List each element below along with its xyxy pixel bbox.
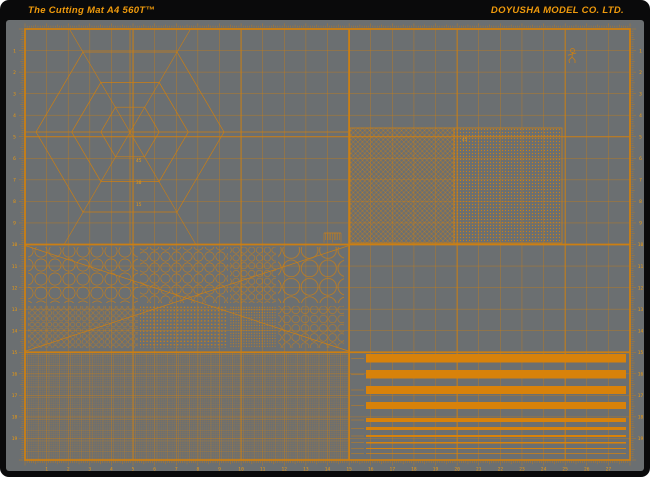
ruler-number: 9 (13, 221, 16, 227)
vernier-scale (323, 232, 342, 243)
hatch-areas: 45 (349, 127, 563, 244)
ruler-number: 15 (346, 467, 352, 472)
ruler-number: 13 (12, 307, 18, 313)
ruler-number: 7 (13, 178, 16, 184)
fine-grid (25, 352, 350, 460)
ruler-number: 16 (638, 372, 644, 378)
ruler-number: 6 (13, 156, 16, 162)
ruler-number: 10 (238, 467, 244, 472)
ruler-number: 14 (12, 328, 18, 334)
ruler-number: 18 (411, 467, 417, 472)
ruler-number: 18 (12, 415, 18, 421)
ruler-number: 6 (639, 156, 642, 162)
ruler-number: 1 (639, 48, 642, 54)
mat-title: The Cutting Mat A4 560T™ (28, 4, 156, 16)
scale-figure-icon (567, 48, 577, 64)
ruler-number: 19 (433, 467, 439, 472)
ruler-number: 14 (325, 467, 331, 472)
line-width-samples (351, 354, 626, 454)
ruler-number: 16 (368, 467, 374, 472)
ruler-number: 45 (136, 158, 142, 164)
ruler-number: 3 (88, 467, 91, 472)
ruler-number: 26 (584, 467, 590, 472)
ruler-number: 13 (638, 307, 644, 313)
ruler-number: 10 (12, 242, 18, 248)
ruler-number: 9 (639, 221, 642, 227)
ruler-number: 9 (218, 467, 221, 472)
ruler-number: 10 (638, 242, 644, 248)
isometric-guide: 45 30 15 (26, 28, 349, 245)
ruler-number: 12 (12, 285, 18, 291)
ruler-number: 2 (13, 70, 16, 76)
brand-name: DOYUSHA MODEL CO. LTD. (490, 4, 624, 16)
ruler-number: 15 (638, 350, 644, 356)
ruler-number: 8 (639, 199, 642, 205)
ruler-number: 12 (638, 285, 644, 291)
ruler-number: 14 (638, 328, 644, 334)
ruler-number: 22 (498, 467, 504, 472)
ruler-number: 7 (639, 178, 642, 184)
ruler-number: 6 (153, 467, 156, 472)
ruler-number: 24 (541, 467, 547, 472)
ruler-number: 5 (13, 134, 16, 140)
ruler-number: 1 (45, 467, 48, 472)
ruler-number: 20 (454, 467, 460, 472)
ruler-number: 5 (132, 467, 135, 472)
ruler-number: 23 (519, 467, 525, 472)
ruler-number: 21 (476, 467, 482, 472)
ruler-number: 3 (639, 91, 642, 97)
ruler-number: 19 (638, 436, 644, 442)
ruler-number: 8 (13, 199, 16, 205)
ruler-number: 12 (282, 467, 288, 472)
ruler-number: 45 (462, 137, 468, 143)
ruler-number: 15 (12, 350, 18, 356)
ruler-number: 30 (136, 180, 142, 186)
ruler-number: 1 (13, 48, 16, 54)
ruler-number: 8 (196, 467, 199, 472)
ruler-number: 18 (638, 415, 644, 421)
ruler-number: 27 (606, 467, 612, 472)
ruler-number: 19 (12, 436, 18, 442)
ruler-number: 3 (13, 91, 16, 97)
ruler-number: 11 (260, 467, 266, 472)
ruler-number: 2 (639, 70, 642, 76)
ruler-number: 25 (562, 467, 568, 472)
ruler-number: 5 (639, 134, 642, 140)
ruler-number: 7 (175, 467, 178, 472)
ruler-number: 17 (390, 467, 396, 472)
circle-templates (24, 245, 350, 352)
ruler-number: 13 (303, 467, 309, 472)
ruler-number: 2 (67, 467, 70, 472)
ruler-number: 4 (13, 113, 16, 119)
ruler-number: 17 (638, 393, 644, 399)
ruler-number: 16 (12, 372, 18, 378)
ruler-number: 11 (12, 264, 18, 270)
ruler-number: 17 (12, 393, 18, 399)
ruler-number: 11 (638, 264, 644, 270)
mat-header: The Cutting Mat A4 560T™ DOYUSHA MODEL C… (0, 0, 650, 20)
ruler-number: 15 (136, 202, 142, 208)
ruler-number: 4 (639, 113, 642, 119)
ruler-number: 4 (110, 467, 113, 472)
